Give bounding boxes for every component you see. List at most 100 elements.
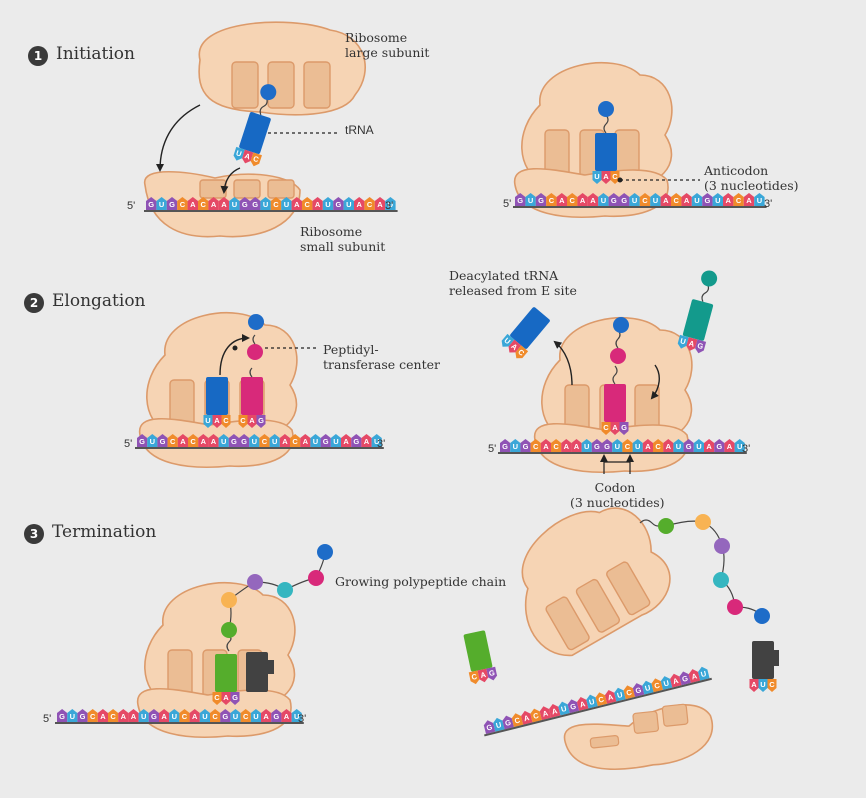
nucleotide [673,439,684,452]
ribosome-initiation [514,62,673,218]
trna-body [595,133,617,171]
nucleotide [650,193,661,206]
nucleotide [556,193,567,206]
mrna-backbone [484,677,712,737]
pointer-dot [232,345,238,351]
nucleotide [57,709,68,722]
amino-acid [277,582,293,598]
nucleotide-letter: U [560,704,567,714]
nucleotide-letter: G [594,442,600,451]
anticodon-letter: G [258,416,264,425]
trna-linker [701,284,710,302]
nucleotide [138,709,149,722]
nucleotide [702,193,713,206]
step-2-title: Elongation [52,291,146,311]
nucleotide-letter: C [532,711,540,721]
nucleotide-letter: A [263,712,269,721]
anticodon-letter: A [214,416,220,425]
nucleotide-letter: A [684,196,690,205]
nucleotide-letter: A [303,437,309,446]
nucleotide-letter: U [221,437,226,446]
nucleotide-letter: G [80,712,86,721]
nucleotide [614,687,626,702]
anticodon-base [230,692,240,705]
trna-body [682,299,714,341]
nucleotide [87,709,98,722]
nucleotide [546,193,557,206]
nucleotide [602,439,613,452]
entry-arrow [650,364,660,400]
nucleotide-letter: G [323,437,329,446]
nucleotide-letter: C [367,200,373,209]
anticodon-letter: G [696,341,704,351]
amino-acid [727,599,743,615]
mrna-3-end: 3' [742,443,751,455]
nucleotide [364,197,375,210]
anticodon-base [695,339,707,354]
amino-acid [247,574,263,590]
anticodon-letter: A [751,680,757,689]
trna-body [206,377,228,415]
nucleotide [688,669,701,683]
nucleotide-letter: G [335,200,341,209]
nucleotide-letter: A [551,706,559,716]
nucleotide-letter: U [272,437,277,446]
anticodon-base [601,422,611,435]
anticodon-base [610,171,620,184]
ribosome-small-subunit [514,168,669,218]
nucleotide-letter: G [241,437,247,446]
release-factor [246,652,268,692]
nucleotide-letter: A [645,442,651,451]
nucleotide-letter: G [59,712,65,721]
nucleotide-letter: U [653,196,658,205]
nucleotide-letter: A [580,196,586,205]
anticodon-base [686,337,698,351]
nucleotide [137,434,148,447]
nucleotide-letter: C [655,442,661,451]
nucleotide-letter: U [584,442,589,451]
nucleotide [199,709,210,722]
nucleotide-letter: G [504,718,512,728]
anticodon-letter: U [679,336,687,346]
nucleotide-letter: G [517,196,523,205]
nucleotide [128,709,139,722]
anticodon-base [233,146,245,161]
anticodon-letter: G [621,423,627,432]
nucleotide-letter: U [263,200,268,209]
nucleotide [587,193,599,206]
nucleotide [679,671,691,686]
nucleotide-letter: A [221,200,227,209]
nucleotide-letter: G [502,442,508,451]
nucleotide-letter: A [315,200,321,209]
anticodon-letter: A [612,423,618,432]
trna-body [510,307,550,349]
nucleotide-letter: C [625,688,633,698]
amino-acid [317,544,333,560]
nucleotide-letter: A [211,200,217,209]
amino-acid [248,314,264,330]
mrna-3-end: 3' [764,198,773,210]
nucleotide [598,193,609,206]
nucleotide [671,193,682,206]
nucleotide-letter: A [523,713,531,723]
nucleotide [208,434,219,447]
nucleotide [291,709,302,722]
nucleotide [302,197,313,210]
anticodon-base [247,415,257,428]
nucleotide [159,709,170,722]
amino-acid [247,344,263,360]
nucleotide [228,434,239,447]
anticodon-letter: U [235,148,243,158]
nucleotide-letter: G [231,437,237,446]
nucleotide-letter: C [212,712,218,721]
nucleotide-letter: G [569,701,577,711]
anticodon-base [767,679,777,692]
nucleotide [291,197,302,210]
nucleotide [723,193,734,206]
nucleotide [281,197,292,210]
nucleotide-letter: U [313,437,318,446]
